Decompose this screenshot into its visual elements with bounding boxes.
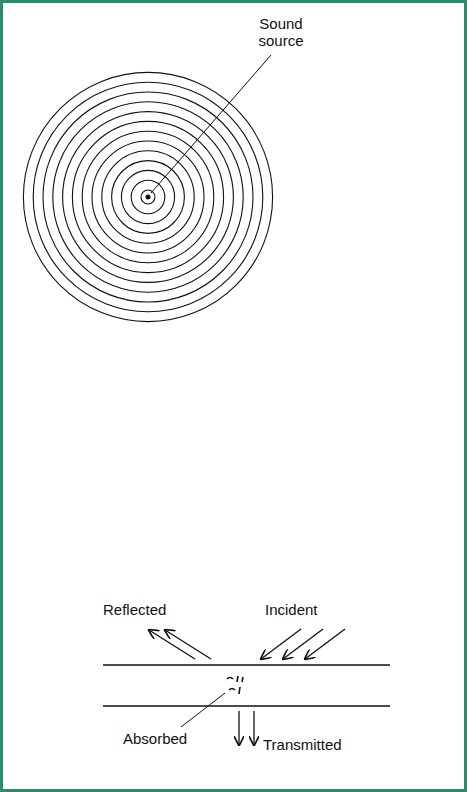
wall-surface <box>103 705 390 706</box>
incident-arrow <box>261 629 301 659</box>
wave-ring <box>131 180 165 214</box>
wave-ring <box>82 131 214 263</box>
illustration <box>3 3 464 789</box>
wave-ring <box>33 82 263 312</box>
source-point <box>146 195 151 200</box>
leader-line <box>151 55 271 193</box>
wave-ring <box>43 92 253 302</box>
wave-ring <box>23 72 272 321</box>
part-label: Reflected <box>103 601 166 618</box>
wave-ring <box>92 141 204 253</box>
part-label: Absorbed <box>123 730 187 747</box>
part-label: Sound source <box>249 15 313 49</box>
part-label: Incident <box>265 601 318 618</box>
wave-ring <box>102 151 194 243</box>
leader-line <box>181 693 225 727</box>
wave-ring <box>141 190 155 204</box>
wave-ring <box>53 102 243 292</box>
incident-arrow <box>283 629 323 659</box>
wave-ring <box>72 121 223 272</box>
wave-ring <box>63 112 234 283</box>
incident-arrow <box>305 629 345 659</box>
sound-waves <box>23 72 272 321</box>
wall-surface <box>103 664 390 665</box>
absorbed-marks <box>227 676 243 694</box>
wave-ring <box>121 170 174 223</box>
wave-ring <box>112 161 185 234</box>
part-label: Transmitted <box>263 736 342 753</box>
transmitted-arrow <box>238 711 239 745</box>
reflected-arrow <box>165 630 211 659</box>
transmitted-arrow <box>253 711 254 745</box>
